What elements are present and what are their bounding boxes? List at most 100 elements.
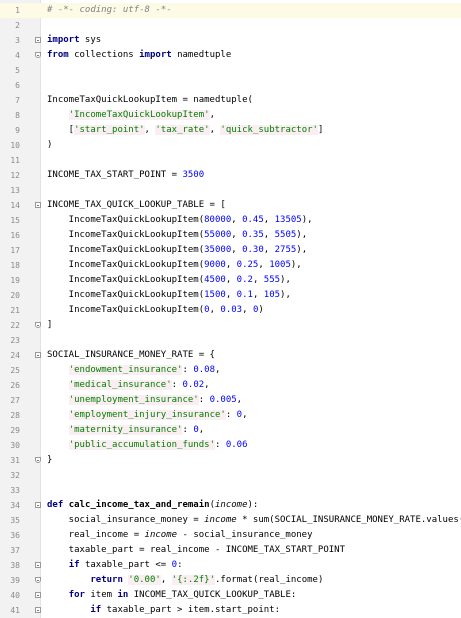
code-token: 1500 xyxy=(204,290,226,300)
code-token: 105 xyxy=(263,290,281,300)
code-line[interactable]: 6 xyxy=(0,78,461,93)
code-line[interactable]: 28 'employment_injury_insurance': 0, xyxy=(0,408,461,423)
code-line[interactable]: 26 'medical_insurance': 0.02, xyxy=(0,378,461,393)
code-line[interactable]: 8 'IncomeTaxQuickLookupItem', xyxy=(0,108,461,123)
line-number: 8 xyxy=(15,111,20,120)
line-number: 25 xyxy=(10,366,20,375)
code-line[interactable]: 38 if taxable_part <= 0: xyxy=(0,558,461,573)
code-token: in xyxy=(117,590,129,600)
code-line[interactable]: 23 xyxy=(0,333,461,348)
code-line[interactable]: 36 real_income = income - social_insuran… xyxy=(0,528,461,543)
code-line[interactable]: 18 IncomeTaxQuickLookupItem(9000, 0.25, … xyxy=(0,258,461,273)
code-line[interactable]: 13 xyxy=(0,183,461,198)
code-line[interactable]: 30 'public_accumulation_funds': 0.06 xyxy=(0,438,461,453)
line-number: 28 xyxy=(10,411,20,420)
line-number: 4 xyxy=(15,51,20,60)
code-line[interactable]: 2 xyxy=(0,18,461,33)
code-line[interactable]: 22] xyxy=(0,318,461,333)
code-token: : xyxy=(182,365,194,375)
fold-end-icon[interactable] xyxy=(35,52,41,58)
code-token: real_income = xyxy=(47,530,145,540)
line-number: 6 xyxy=(15,81,20,90)
code-line[interactable]: 9 ['start_point', 'tax_rate', 'quick_sub… xyxy=(0,123,461,138)
fold-toggle-icon[interactable] xyxy=(35,502,41,508)
code-token: '{:.2f}' xyxy=(171,575,216,585)
code-line[interactable]: 19 IncomeTaxQuickLookupItem(4500, 0.2, 5… xyxy=(0,273,461,288)
code-token: sys xyxy=(79,35,102,45)
code-token: , xyxy=(144,125,156,135)
line-number: 19 xyxy=(10,276,20,285)
fold-toggle-icon[interactable] xyxy=(35,592,41,598)
fold-end-icon[interactable] xyxy=(35,457,41,463)
code-token: 'medical_insurance' xyxy=(68,380,172,390)
code-token: 4500 xyxy=(204,275,226,285)
code-line[interactable]: 29 'maternity_insurance': 0, xyxy=(0,423,461,438)
code-line[interactable]: 32 xyxy=(0,468,461,483)
code-token: - social_insurance_money xyxy=(177,530,313,540)
line-number: 17 xyxy=(10,246,20,255)
code-text: social_insurance_money = income * sum(SO… xyxy=(47,513,461,528)
line-number: 2 xyxy=(15,21,20,30)
code-line[interactable]: 40 for item in INCOME_TAX_QUICK_LOOKUP_T… xyxy=(0,588,461,603)
code-token: : xyxy=(225,410,237,420)
line-number: 13 xyxy=(10,186,20,195)
code-text: for item in INCOME_TAX_QUICK_LOOKUP_TABL… xyxy=(47,588,297,603)
code-line[interactable]: 33 xyxy=(0,483,461,498)
code-token: , xyxy=(231,230,243,240)
code-text: if taxable_part <= 0: xyxy=(47,558,183,573)
code-token: , xyxy=(242,305,253,315)
code-line[interactable]: 16 IncomeTaxQuickLookupItem(55000, 0.35,… xyxy=(0,228,461,243)
code-token: IncomeTaxQuickLookupItem( xyxy=(47,275,205,285)
fold-end-icon[interactable] xyxy=(35,577,41,583)
fold-toggle-icon[interactable] xyxy=(35,562,41,568)
code-token: ), xyxy=(296,230,308,240)
code-line[interactable]: 31} xyxy=(0,453,461,468)
code-line[interactable]: 20 IncomeTaxQuickLookupItem(1500, 0.1, 1… xyxy=(0,288,461,303)
code-token: , xyxy=(242,410,248,420)
code-line[interactable]: 17 IncomeTaxQuickLookupItem(35000, 0.30,… xyxy=(0,243,461,258)
code-token: from xyxy=(47,50,69,60)
fold-toggle-icon[interactable] xyxy=(35,352,41,358)
fold-toggle-icon[interactable] xyxy=(35,202,41,208)
code-line[interactable]: 15 IncomeTaxQuickLookupItem(80000, 0.45,… xyxy=(0,213,461,228)
code-token xyxy=(47,395,69,405)
code-token: IncomeTaxQuickLookupItem = namedtuple( xyxy=(47,95,253,105)
code-line[interactable]: 1# -*- coding: utf-8 -*- xyxy=(0,3,461,18)
code-token xyxy=(47,590,69,600)
fold-end-icon[interactable] xyxy=(35,322,41,328)
code-line[interactable]: 25 'endowment_insurance': 0.08, xyxy=(0,363,461,378)
code-token: 0.06 xyxy=(225,440,248,450)
line-number: 36 xyxy=(10,531,20,540)
code-line[interactable]: 35 social_insurance_money = income * sum… xyxy=(0,513,461,528)
code-line[interactable]: 10) xyxy=(0,138,461,153)
code-token: INCOME_TAX_QUICK_LOOKUP_TABLE = [ xyxy=(47,200,226,210)
code-token: 'quick_subtractor' xyxy=(220,125,318,135)
fold-toggle-icon[interactable] xyxy=(35,37,41,43)
code-line[interactable]: 5 xyxy=(0,63,461,78)
code-line[interactable]: 11 xyxy=(0,153,461,168)
code-line[interactable]: 39 return '0.00', '{:.2f}'.format(real_i… xyxy=(0,573,461,588)
code-line[interactable]: 27 'unemployment_insurance': 0.005, xyxy=(0,393,461,408)
code-token xyxy=(47,440,69,450)
code-token: : xyxy=(215,440,226,450)
code-token: IncomeTaxQuickLookupItem( xyxy=(47,260,205,270)
code-line[interactable]: 21 IncomeTaxQuickLookupItem(0, 0.03, 0) xyxy=(0,303,461,318)
code-text: SOCIAL_INSURANCE_MONEY_RATE = { xyxy=(47,348,215,363)
fold-toggle-icon[interactable] xyxy=(35,607,41,613)
code-token: : xyxy=(198,395,210,405)
code-line[interactable]: 41 if taxable_part > item.start_point: xyxy=(0,603,461,618)
code-token: 5505 xyxy=(274,230,297,240)
line-number: 33 xyxy=(10,486,20,495)
code-token xyxy=(47,410,69,420)
code-text: INCOME_TAX_START_POINT = 3500 xyxy=(47,168,204,183)
code-text: 'IncomeTaxQuickLookupItem', xyxy=(47,108,215,123)
code-line[interactable]: 37 taxable_part = real_income - INCOME_T… xyxy=(0,543,461,558)
